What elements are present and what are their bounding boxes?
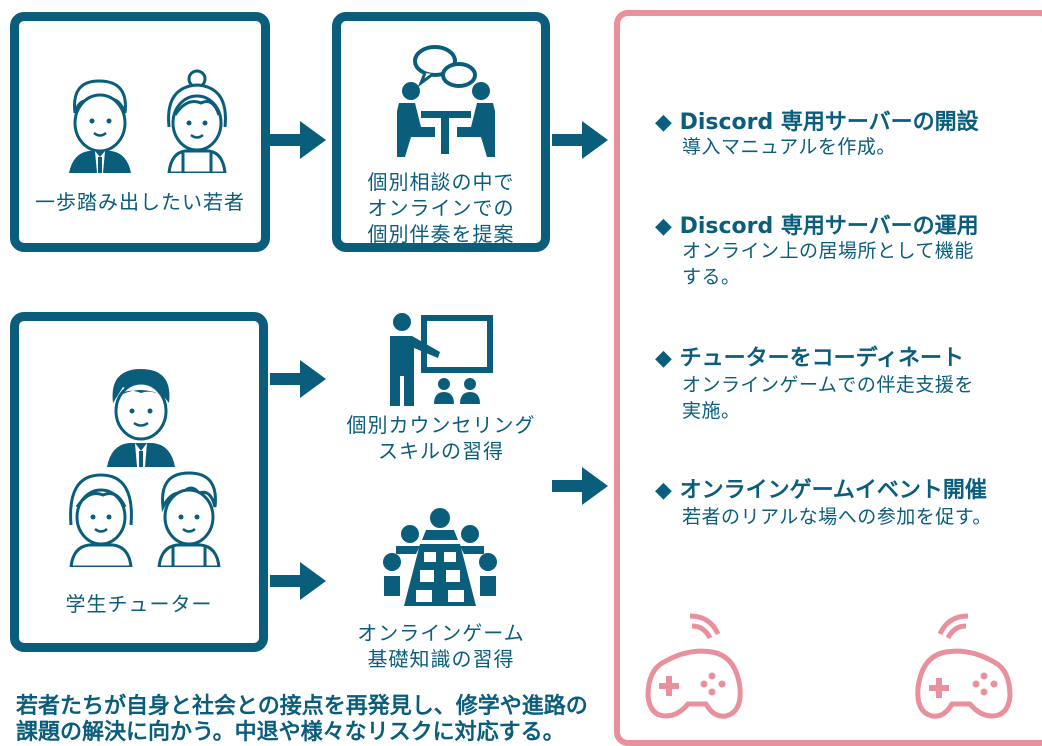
- youth-box: 一歩踏み出したい若者: [10, 12, 270, 252]
- summary-text: 若者たちが自身と社会との接点を再発見し、修学や進路の 課題の解決に向かう。中退や…: [16, 694, 588, 745]
- result-desc: オンラインゲームでの伴走支援を 実施。: [682, 374, 974, 422]
- result-title: ◆ オンラインゲームイベント開催: [655, 478, 987, 503]
- tutor-label: 学生チューター: [65, 592, 213, 616]
- arrow-right-icon: [552, 467, 608, 505]
- counseling-label: 個別カウンセリング スキルの習得: [346, 413, 536, 463]
- tutor-box: 学生チューター: [10, 312, 268, 652]
- result-desc: オンライン上の居場所として機能 する。: [682, 240, 974, 288]
- arrow-right-icon: [552, 121, 608, 159]
- consultation-label: 個別相談の中で オンラインでの 個別伴奏を提案: [367, 170, 515, 246]
- consultation-box: 個別相談の中で オンラインでの 個別伴奏を提案: [332, 12, 550, 252]
- result-desc: 若者のリアルな場への参加を促す。: [682, 506, 992, 528]
- gaming-label: オンラインゲーム 基礎知識の習得: [357, 621, 525, 671]
- presentation-icon: [390, 313, 493, 406]
- tutor-boy-icon: [157, 471, 221, 567]
- tutor-man-icon: [107, 369, 175, 467]
- result-title: ◆ Discord 専用サーバーの開設: [655, 110, 979, 135]
- group-table-icon: [383, 508, 497, 606]
- boy-face-icon: [69, 79, 131, 173]
- result-desc: 導入マニュアルを作成。: [682, 136, 896, 158]
- tutor-girl-icon: [69, 473, 133, 567]
- youth-label: 一歩踏み出したい若者: [35, 190, 245, 214]
- arrow-right-icon: [270, 360, 326, 398]
- game-controller-icon: [645, 613, 743, 719]
- arrow-right-icon: [270, 562, 326, 600]
- meeting-chat-icon: [397, 45, 495, 157]
- game-controller-icon: [915, 613, 1013, 719]
- result-title: ◆ チューターをコーディネート: [655, 346, 965, 371]
- result-title: ◆ Discord 専用サーバーの運用: [655, 214, 979, 239]
- girl-face-icon: [167, 69, 227, 173]
- arrow-right-icon: [270, 121, 326, 159]
- results-box: [614, 10, 1042, 746]
